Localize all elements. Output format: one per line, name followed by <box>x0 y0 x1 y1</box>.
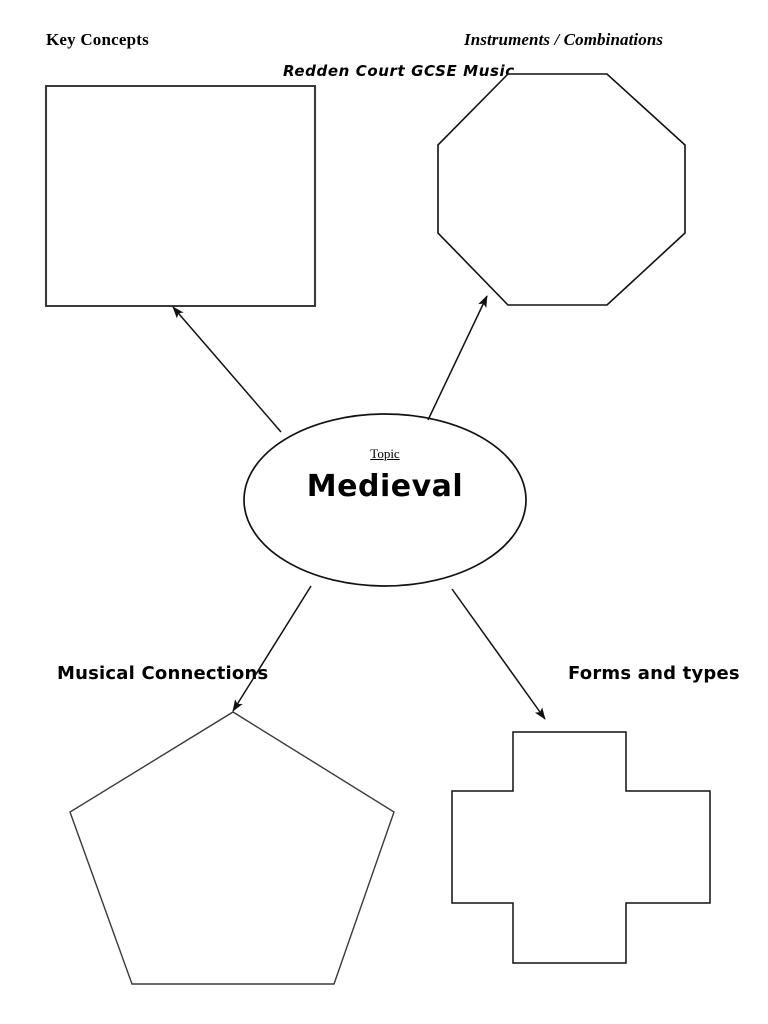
shape-octagon-instruments <box>437 73 686 306</box>
arrow-to-instruments <box>427 295 488 421</box>
arrow-to-key-concepts <box>172 306 282 433</box>
shape-ellipse-topic <box>243 413 527 587</box>
shape-rectangle-key-concepts <box>44 84 317 308</box>
arrow-to-forms-types <box>451 588 546 720</box>
shape-cross-forms-types <box>451 731 711 964</box>
heading-forms-and-types: Forms and types <box>568 663 740 684</box>
heading-key-concepts: Key Concepts <box>46 30 149 49</box>
heading-instruments-combinations: Instruments / Combinations <box>464 30 664 49</box>
arrow-to-musical-connections <box>232 585 312 712</box>
shape-pentagon-musical-connections <box>69 711 395 985</box>
heading-musical-connections: Musical Connections <box>57 663 269 684</box>
document-title: Redden Court GCSE Music <box>283 62 515 80</box>
